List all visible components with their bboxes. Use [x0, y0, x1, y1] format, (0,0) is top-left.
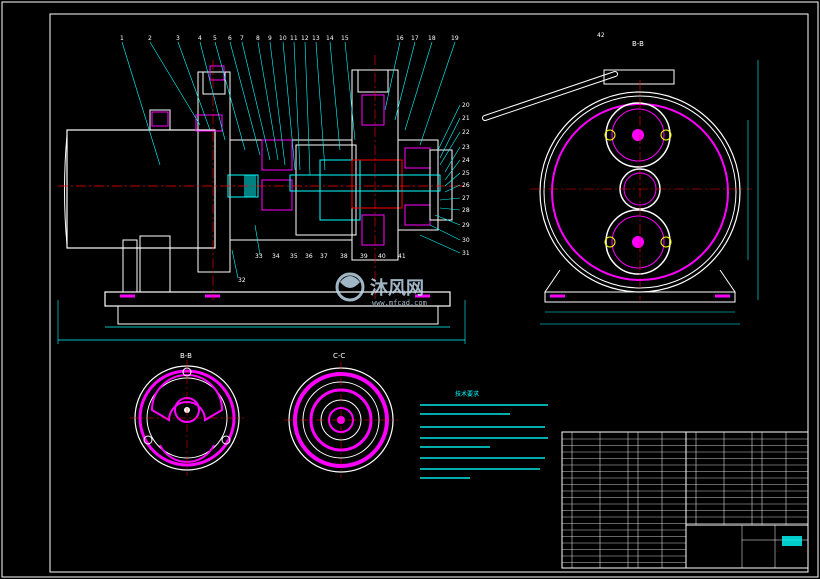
balloon-labels: 1 2 3 4 5 6 7 8 9 10 11 12 13 14 15 16 1… [120, 32, 605, 284]
balloon-22: 22 [462, 129, 470, 136]
balloon-4: 4 [198, 35, 202, 42]
balloon-31: 31 [462, 250, 470, 257]
balloon-11: 11 [290, 35, 298, 42]
balloon-32: 32 [238, 277, 246, 284]
balloon-37: 37 [320, 253, 328, 260]
balloon-8: 8 [256, 35, 260, 42]
balloon-36: 36 [305, 253, 313, 260]
section-cc: C-C [284, 352, 398, 478]
section-cc-label: C-C [333, 352, 345, 360]
balloon-23: 23 [462, 144, 470, 151]
balloon-15: 15 [341, 35, 349, 42]
balloon-18: 18 [428, 35, 436, 42]
balloon-30: 30 [462, 237, 470, 244]
section-bb-label: B-B [180, 352, 192, 360]
balloon-21: 21 [462, 115, 470, 122]
balloon-39: 39 [360, 253, 368, 260]
balloon-7: 7 [240, 35, 244, 42]
side-view-label: B-B [632, 40, 644, 48]
balloon-42: 42 [597, 32, 605, 39]
balloon-16: 16 [396, 35, 404, 42]
watermark-brand: 沐风网 [370, 277, 424, 299]
balloon-19: 19 [451, 35, 459, 42]
balloon-10: 10 [279, 35, 287, 42]
balloon-38: 38 [340, 253, 348, 260]
balloon-26: 26 [462, 182, 470, 189]
balloon-9: 9 [268, 35, 272, 42]
tech-requirements: 技术要求 [420, 390, 548, 479]
balloon-12: 12 [301, 35, 309, 42]
balloon-40: 40 [378, 253, 386, 260]
balloon-28: 28 [462, 207, 470, 214]
watermark: 沐风网 www.mfcad.com [335, 272, 427, 307]
balloon-2: 2 [148, 35, 152, 42]
balloon-1: 1 [120, 35, 124, 42]
balloon-29: 29 [462, 222, 470, 229]
balloon-24: 24 [462, 157, 470, 164]
side-view: B-B [482, 40, 759, 325]
front-view [57, 41, 466, 344]
balloon-14: 14 [326, 35, 334, 42]
balloon-25: 25 [462, 170, 470, 177]
balloon-27: 27 [462, 195, 470, 202]
balloon-17: 17 [411, 35, 419, 42]
balloon-34: 34 [272, 253, 280, 260]
watermark-url: www.mfcad.com [372, 299, 427, 307]
section-bb: B-B [130, 352, 244, 476]
balloon-41: 41 [398, 253, 406, 260]
balloon-20: 20 [462, 102, 470, 109]
balloon-35: 35 [290, 253, 298, 260]
balloon-6: 6 [228, 35, 232, 42]
balloon-3: 3 [176, 35, 180, 42]
balloon-13: 13 [312, 35, 320, 42]
balloon-5: 5 [213, 35, 217, 42]
balloon-33: 33 [255, 253, 263, 260]
parts-list-table [561, 431, 809, 569]
tech-requirements-title: 技术要求 [455, 390, 479, 398]
